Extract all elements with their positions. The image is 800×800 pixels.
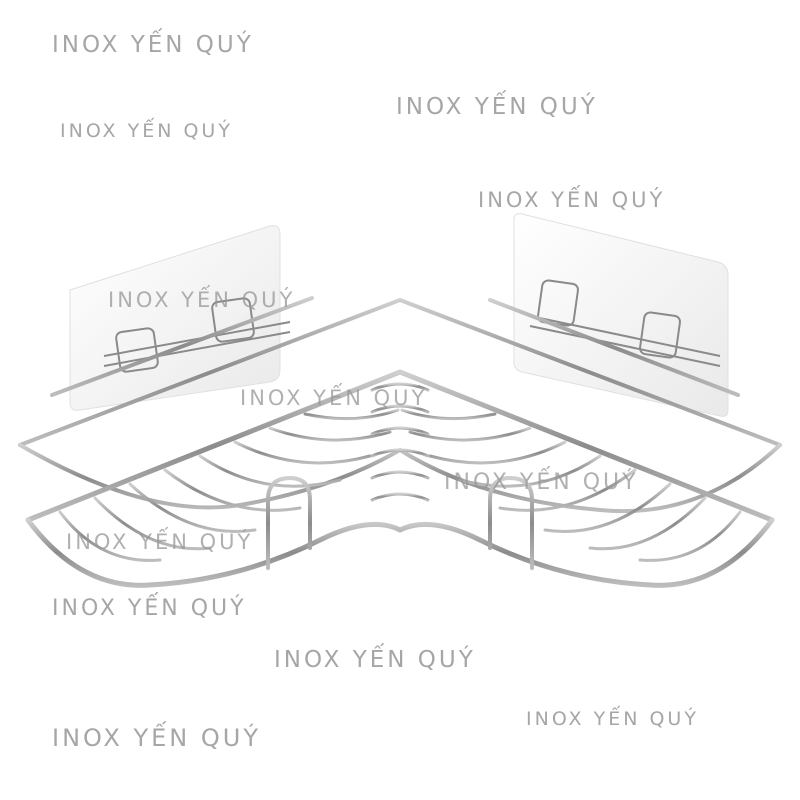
watermark-text: INOX YẾN QUÝ (52, 724, 261, 752)
hook-icon (529, 279, 721, 367)
watermark-text: INOX YẾN QUÝ (52, 32, 254, 58)
watermark-text: INOX YẾN QUÝ (444, 470, 639, 495)
watermark-text: INOX YẾN QUÝ (108, 288, 296, 312)
watermark-text: INOX YẾN QUÝ (52, 596, 247, 621)
watermark-text: INOX YẾN QUÝ (240, 386, 428, 410)
watermark-text: INOX YẾN QUÝ (274, 647, 476, 673)
corner-shelf (18, 290, 782, 588)
watermark-text: INOX YẾN QUÝ (526, 708, 699, 730)
watermark-text: INOX YẾN QUÝ (60, 120, 233, 142)
watermark-text: INOX YẾN QUÝ (66, 530, 254, 554)
watermark-text: INOX YẾN QUÝ (478, 188, 666, 212)
watermark-text: INOX YẾN QUÝ (396, 94, 598, 120)
